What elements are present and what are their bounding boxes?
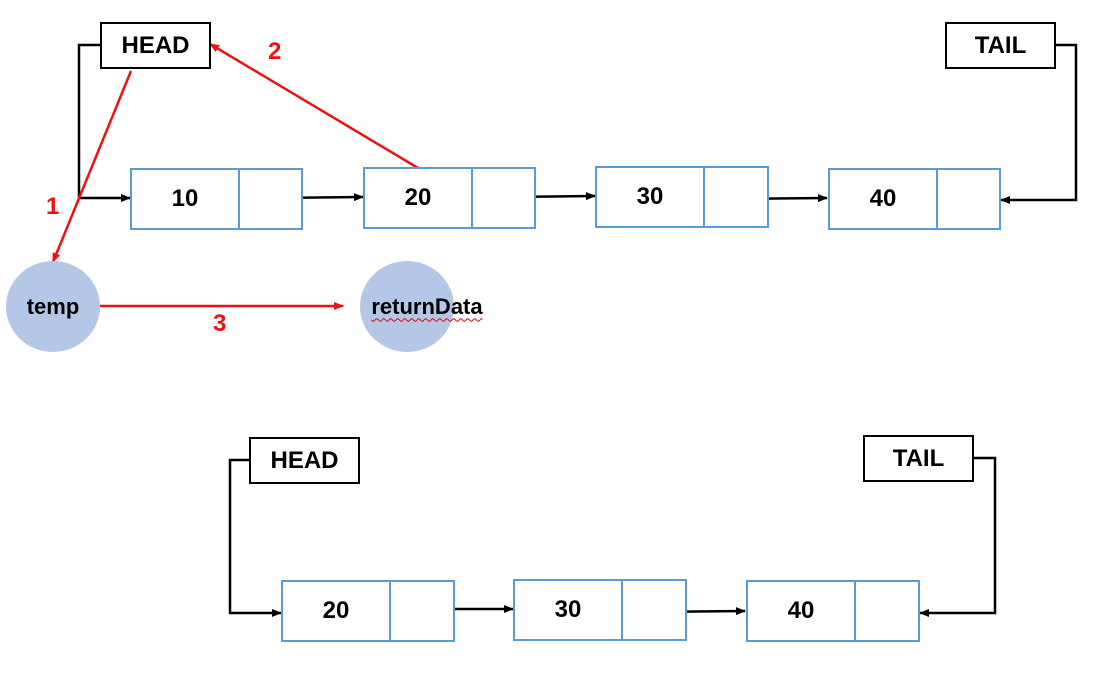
step-1-label: 1	[46, 193, 60, 220]
tail-label-top: TAIL	[945, 22, 1056, 69]
tail-label-bottom: TAIL	[863, 435, 974, 482]
tail-link-top	[1000, 43, 1078, 204]
node-value: 20	[283, 582, 391, 640]
return-data-label: returnData	[371, 293, 483, 319]
head-label-top: HEAD	[100, 22, 211, 69]
head-link-top	[77, 43, 131, 202]
list-node-30-after: 30	[513, 579, 687, 641]
step-3-label: 3	[213, 310, 227, 337]
node-value: 10	[132, 170, 240, 228]
list-node-40: 40	[828, 168, 1001, 230]
return-data-circle: returnData	[360, 261, 483, 352]
node-value: 40	[830, 170, 938, 228]
list-node-40-after: 40	[746, 580, 920, 642]
node-next-field	[473, 169, 534, 227]
head-link-bottom	[228, 458, 282, 617]
node-next-field	[938, 170, 999, 228]
step-1-arrow	[51, 70, 133, 263]
head-label-bottom: HEAD	[249, 437, 360, 484]
list-node-30: 30	[595, 166, 769, 228]
node-next-field	[856, 582, 918, 640]
node-next-field	[623, 581, 685, 639]
step-2-arrow	[209, 42, 419, 170]
node-next-field	[240, 170, 301, 228]
list-node-20-after: 20	[281, 580, 455, 642]
temp-circle: temp	[6, 261, 100, 352]
node-value: 20	[365, 169, 473, 227]
temp-label: temp	[26, 293, 80, 319]
list-node-20: 20	[363, 167, 536, 229]
node-value: 30	[597, 168, 705, 226]
node-value: 30	[515, 581, 623, 639]
step-2-label: 2	[268, 38, 282, 65]
node-next-field	[391, 582, 453, 640]
node-value: 40	[748, 582, 856, 640]
node-next-field	[705, 168, 767, 226]
list-node-10: 10	[130, 168, 303, 230]
tail-link-bottom	[919, 456, 997, 617]
